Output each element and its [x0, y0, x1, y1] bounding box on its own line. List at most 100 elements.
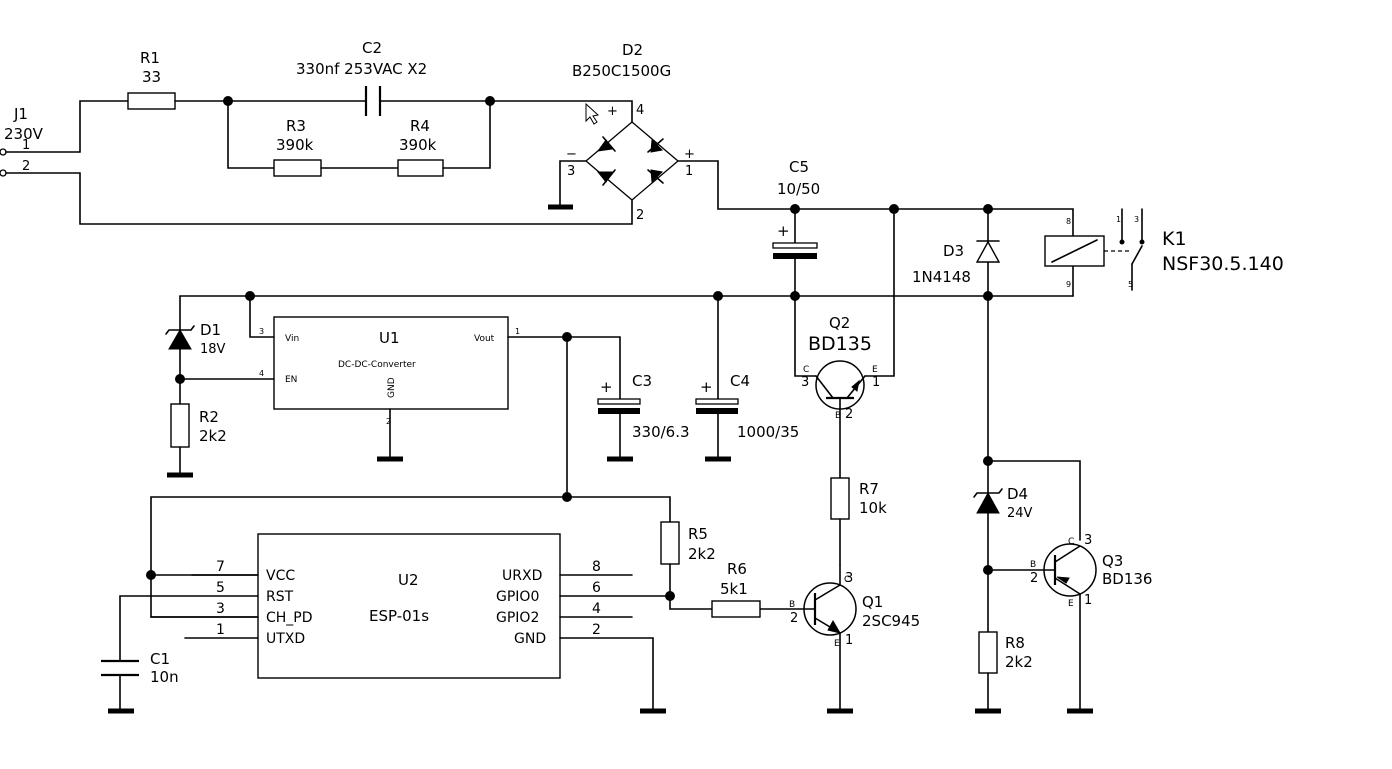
u1-value: DC-DC-Converter — [338, 360, 416, 370]
k1-pin5: 5 — [1128, 280, 1133, 289]
d2-pin1: 1 — [685, 164, 693, 179]
r4-value: 390k — [399, 136, 437, 154]
capacitor-c5: + C5 10/50 — [772, 158, 820, 297]
c4-ref: C4 — [730, 372, 750, 390]
d1-ref: D1 — [200, 321, 221, 339]
r1-ref: R1 — [140, 49, 160, 67]
u1-pin1: 1 — [515, 327, 520, 336]
u2-left-pin-name-2: CH_PD — [266, 610, 313, 626]
c5-polarity: + — [777, 222, 790, 240]
q2-pin2: 2 — [845, 407, 853, 422]
q3-pin1: 1 — [1084, 593, 1092, 608]
u1-gnd-label: GND — [387, 377, 397, 398]
capacitor-c1: C1 10n — [101, 595, 179, 711]
q3-c-label: C — [1068, 537, 1074, 547]
q1-pin3: 3 — [845, 571, 853, 586]
d2-pin3: 3 — [567, 164, 575, 179]
k1-value: NSF30.5.140 — [1162, 253, 1284, 275]
capacitor-c2: C2 330nf 253VAC X2 — [227, 39, 491, 116]
u2-left-pin-num-0: 7 — [216, 559, 225, 575]
u2-right-pin-num-2: 4 — [592, 601, 601, 617]
q3-pin3: 3 — [1084, 533, 1092, 548]
q2-pin3: 3 — [801, 375, 809, 390]
q3-b-label: B — [1030, 560, 1036, 570]
c1-ref: C1 — [150, 650, 170, 668]
j1-value: 230V — [4, 125, 44, 143]
resistor-r6: R6 5k1 — [711, 560, 761, 618]
r8-ref: R8 — [1005, 634, 1025, 652]
q2-b-label: B — [835, 411, 841, 421]
u2-right-pin-name-1: GPIO0 — [496, 589, 539, 605]
r8-value: 2k2 — [1005, 653, 1033, 671]
j1-pin1: 1 — [22, 138, 30, 153]
d2-pin2: 2 — [636, 208, 644, 223]
capacitor-c3: + C3 330/6.3 — [597, 336, 690, 460]
u2-right-pin-num-1: 6 — [592, 580, 601, 596]
r7-value: 10k — [859, 499, 887, 517]
d4-ref: D4 — [1007, 485, 1028, 503]
mouse-cursor-icon — [585, 102, 600, 125]
transistor-q3: Q3 BD136 C B E 3 2 1 — [987, 533, 1152, 711]
u2-ref: U2 — [398, 571, 419, 589]
u2-right-pin-name-0: URXD — [502, 568, 542, 584]
r4-ref: R4 — [410, 117, 430, 135]
transistor-q2: Q2 BD135 C E B 3 1 2 — [794, 208, 895, 479]
u1-pin4: 4 — [259, 369, 264, 378]
d2-ref: D2 — [622, 41, 643, 59]
c2-ref: C2 — [362, 39, 382, 57]
u2-right-pin-name-3: GND — [514, 631, 546, 647]
relay-k1: 8 9 1 3 5 K1 NSF30.5.140 — [987, 208, 1284, 297]
u1-ref: U1 — [379, 329, 400, 347]
u2-right-pin-num-3: 2 — [592, 622, 601, 638]
c2-value: 330nf 253VAC X2 — [296, 60, 427, 78]
c3-polarity: + — [600, 378, 613, 396]
resistor-r4: R4 390k — [397, 117, 444, 177]
resistor-r2: R2 2k2 — [170, 403, 227, 475]
q3-pin2: 2 — [1030, 571, 1038, 586]
d2-pin-plus-top: + — [607, 104, 618, 119]
r3-value: 390k — [276, 136, 314, 154]
q1-ref: Q1 — [862, 593, 883, 611]
diode-d3: D3 1N4148 — [912, 208, 1001, 297]
k1-pin8: 8 — [1066, 217, 1071, 226]
q2-c-label: C — [803, 365, 809, 375]
q1-b-label: B — [789, 600, 795, 610]
q2-e-label: E — [872, 365, 878, 375]
r5-value: 2k2 — [688, 545, 716, 563]
resistor-r7: R7 10k — [830, 477, 887, 566]
resistor-r5: R5 2k2 — [660, 521, 716, 597]
q1-c-label: C — [844, 575, 850, 585]
r6-value: 5k1 — [720, 580, 748, 598]
c4-value: 1000/35 — [737, 423, 799, 441]
d4-value: 24V — [1007, 506, 1033, 521]
r2-ref: R2 — [199, 408, 219, 426]
u1-en-label: EN — [285, 375, 297, 385]
d2-pin-minus: − — [566, 147, 577, 162]
c5-value: 10/50 — [777, 180, 820, 198]
k1-pin9: 9 — [1066, 280, 1071, 289]
c1-value: 10n — [150, 668, 179, 686]
connector-j1: J1 230V 1 2 — [0, 105, 81, 177]
q3-e-label: E — [1068, 599, 1074, 609]
k1-pin3: 3 — [1134, 215, 1139, 224]
zener-diode-d4: D4 24V — [973, 460, 1033, 633]
k1-ref: K1 — [1162, 228, 1187, 250]
r2-value: 2k2 — [199, 427, 227, 445]
u1-pin3: 3 — [259, 327, 264, 336]
c5-ref: C5 — [789, 158, 809, 176]
c4-polarity: + — [700, 378, 713, 396]
bridge-rectifier-d2: D2 B250C1500G + − + 3 1 4 2 — [566, 41, 695, 223]
r3-ref: R3 — [286, 117, 306, 135]
r1-value: 33 — [142, 68, 161, 86]
u1-vout-label: Vout — [474, 334, 495, 344]
u2-left-pin-name-0: VCC — [266, 568, 295, 584]
q3-value: BD136 — [1102, 570, 1152, 588]
dc-dc-converter-u1: Vin EN Vout GND U1 DC-DC-Converter 3 4 1… — [179, 295, 621, 460]
r7-ref: R7 — [859, 480, 879, 498]
resistor-r1: R1 33 — [127, 49, 176, 110]
r6-ref: R6 — [727, 560, 747, 578]
u2-right-pin-num-0: 8 — [592, 559, 601, 575]
u2-right-pin-name-2: GPIO2 — [496, 610, 539, 626]
q3-ref: Q3 — [1102, 552, 1123, 570]
